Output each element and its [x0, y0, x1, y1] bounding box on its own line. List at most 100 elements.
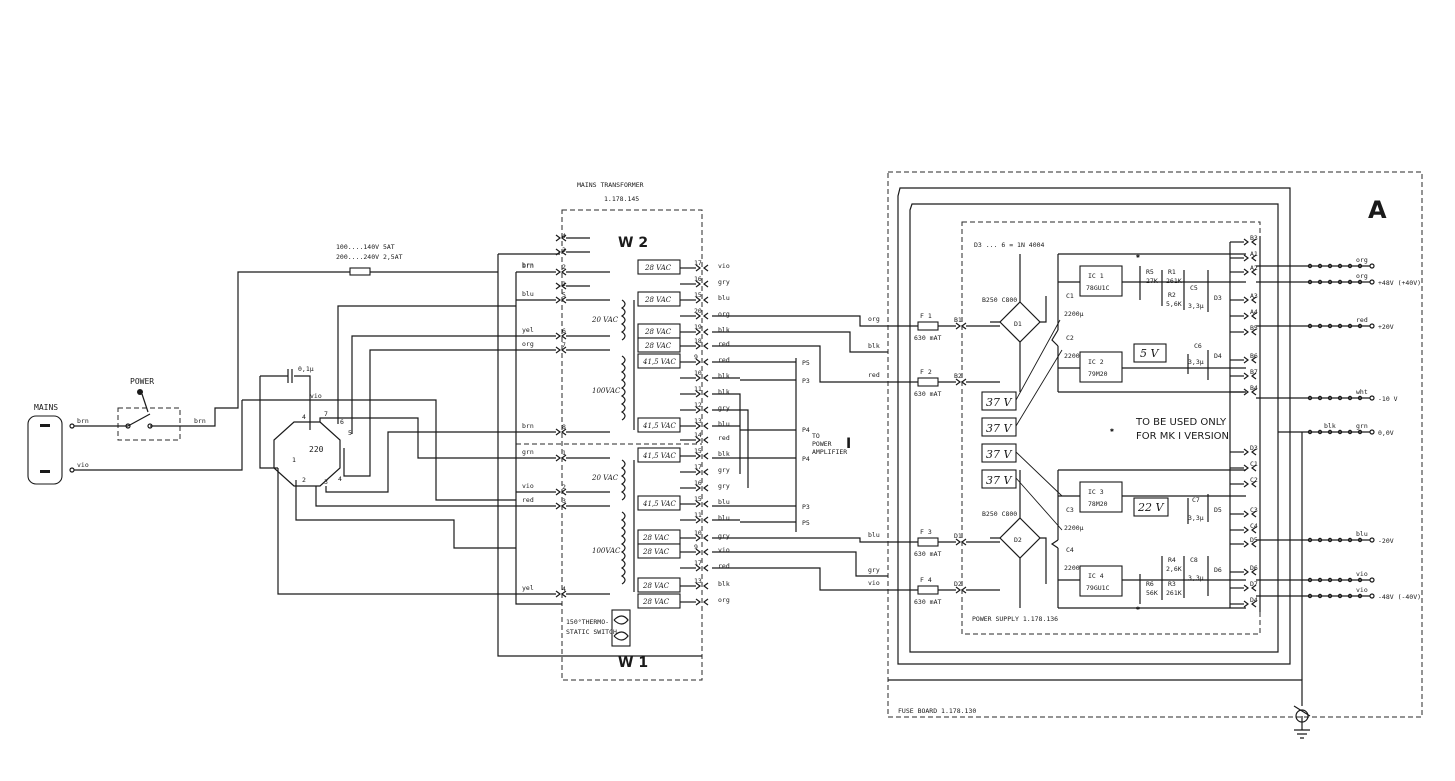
primary-wire-color: brn — [522, 422, 534, 430]
secondary-pin-number: 9 — [694, 543, 698, 551]
connector-pin-label: D7 — [1250, 580, 1258, 588]
fuse-wire-color: org — [868, 315, 880, 323]
fuse-board-pin: B1 — [954, 316, 962, 324]
primary-pin-number: 8 — [562, 423, 566, 431]
fuse-extra-wires: blk gry — [712, 331, 888, 577]
primary-voltage: 20 VAC — [591, 474, 619, 482]
r2-label: R2 — [1168, 291, 1176, 299]
output-voltage: -48V (-40V) — [1378, 593, 1421, 601]
connector-pin: C3 — [1230, 506, 1258, 518]
output-wire-color: wht — [1356, 388, 1368, 396]
select-marker-bottom: ✱ — [1135, 604, 1140, 612]
r6-value: 56K — [1146, 589, 1158, 597]
diodes-note: D3 ... 6 = 1N 4004 — [974, 241, 1045, 249]
secondary-wire-color: blk — [718, 326, 730, 334]
connector-pin-label: C1 — [1250, 460, 1258, 468]
connector-pin-label: D4 — [1250, 596, 1258, 604]
secondary-pin-number: 10 — [694, 529, 702, 537]
connector-pin-label: A1 — [1250, 250, 1258, 258]
plug-p5: P5 — [802, 519, 810, 527]
selector-pin-4: 4 — [302, 413, 306, 421]
power-supply-board: D3 ... 6 = 1N 4004 POWER SUPPLY 1.178.13… — [961, 221, 1261, 635]
output-rail: org — [1256, 256, 1375, 269]
r6-label: R6 — [1146, 580, 1154, 588]
secondary-wire-color: red — [718, 356, 730, 364]
output-wire-color-2: grn — [1356, 422, 1368, 430]
secondary-wire-color: red — [718, 562, 730, 570]
c4-label: C4 — [1066, 546, 1074, 554]
output-voltage: -10 V — [1378, 395, 1398, 403]
secondary-voltage: 28 VAC — [642, 582, 670, 590]
power-switch: POWER brn — [108, 271, 350, 441]
selector-cap: 0,1μ — [298, 365, 314, 373]
output-wire-color: blu — [1356, 530, 1368, 538]
amplifier-plugs: P5 P3 P4 P4 P3 P5 TO POWER AMPLIFIER I — [740, 358, 851, 532]
ic3-label: IC 3 — [1088, 488, 1104, 496]
connector-pin: D3 — [1230, 444, 1258, 456]
voltage-selector: 220 4 7 6 5 1 2 3 4 0,1μ vio — [242, 305, 516, 595]
connector-pin-label: B4 — [1250, 384, 1258, 392]
fuse-body — [917, 585, 939, 595]
secondary-voltage: 28 VAC — [644, 328, 672, 336]
c2-value: 2200μ — [1064, 352, 1084, 360]
fuse-board: A FUSE BOARD 1.178.130 — [887, 171, 1423, 739]
primary-voltage: 100VAC — [592, 387, 621, 395]
connector-pin: D7 — [1230, 580, 1258, 592]
c3-value: 2200μ — [1064, 524, 1084, 532]
secondary-coil — [637, 577, 681, 593]
secondary-wire-color: blk — [718, 388, 730, 396]
connector-pin: A2 — [1230, 264, 1258, 276]
ic4-type: 79GU1C — [1086, 584, 1110, 592]
connector-pin-label: A4 — [1250, 308, 1258, 316]
fuse-board-pin: B2 — [954, 372, 962, 380]
secondary-wire-color: org — [718, 596, 730, 604]
c1-value: 2200μ — [1064, 310, 1084, 318]
primary-pin-number: 6 — [562, 327, 566, 335]
primary-wire-color: brn — [522, 262, 534, 270]
primary-voltage: 100VAC — [592, 547, 621, 555]
to-power-amplifier-3: AMPLIFIER — [812, 448, 847, 456]
fuse-name: F 2 — [920, 368, 932, 376]
thermo-label-1: 150°THERMO- — [566, 618, 609, 626]
primary-wire-color: yel — [522, 584, 534, 592]
d3-label: D3 — [1214, 294, 1222, 302]
secondary-pin-number: 14 — [694, 431, 702, 439]
secondary-wire-color: red — [718, 340, 730, 348]
selector-pin-6: 6 — [340, 418, 344, 426]
primary-pin-number: 4 — [562, 585, 566, 593]
secondary-pin-number: 15 — [694, 495, 702, 503]
mains-neutral-wire: vio — [77, 461, 89, 469]
r2-value: 5,6K — [1166, 300, 1182, 308]
c5-value: 3,3μ — [1188, 302, 1204, 310]
selector-pin-5: 5 — [348, 429, 352, 437]
bridge-rectifier-1: B250 C800 D1 — [982, 296, 1041, 343]
secondary-wire-color: gry — [718, 532, 730, 540]
c3-label: C3 — [1066, 506, 1074, 514]
connector-pin: C4 — [1230, 522, 1258, 534]
plug-p4: P4 — [802, 426, 810, 434]
secondary-pin-number: 17 — [694, 259, 702, 267]
ic4-label: IC 4 — [1088, 572, 1104, 580]
primary-wire-color: grn — [522, 448, 534, 456]
fuse-body — [917, 537, 939, 547]
secondary-voltage: 41,5 VAC — [642, 500, 676, 508]
secondary-voltage: 41,5 VAC — [642, 358, 676, 366]
secondary-wire-color: blk — [718, 580, 730, 588]
lower-regulator-network: C7 3,3μ D5 R4 2,6K R6 56K R3 261K C8 3,3… — [1058, 469, 1246, 612]
selector-value: 220 — [309, 445, 324, 454]
bridge1-label: B250 C800 — [982, 296, 1017, 304]
primary-wire-color: vio — [522, 482, 534, 490]
connector-pin: B3 — [1230, 234, 1258, 246]
connector-pin-label: C3 — [1250, 506, 1258, 514]
output-voltage: +20V — [1378, 323, 1394, 331]
